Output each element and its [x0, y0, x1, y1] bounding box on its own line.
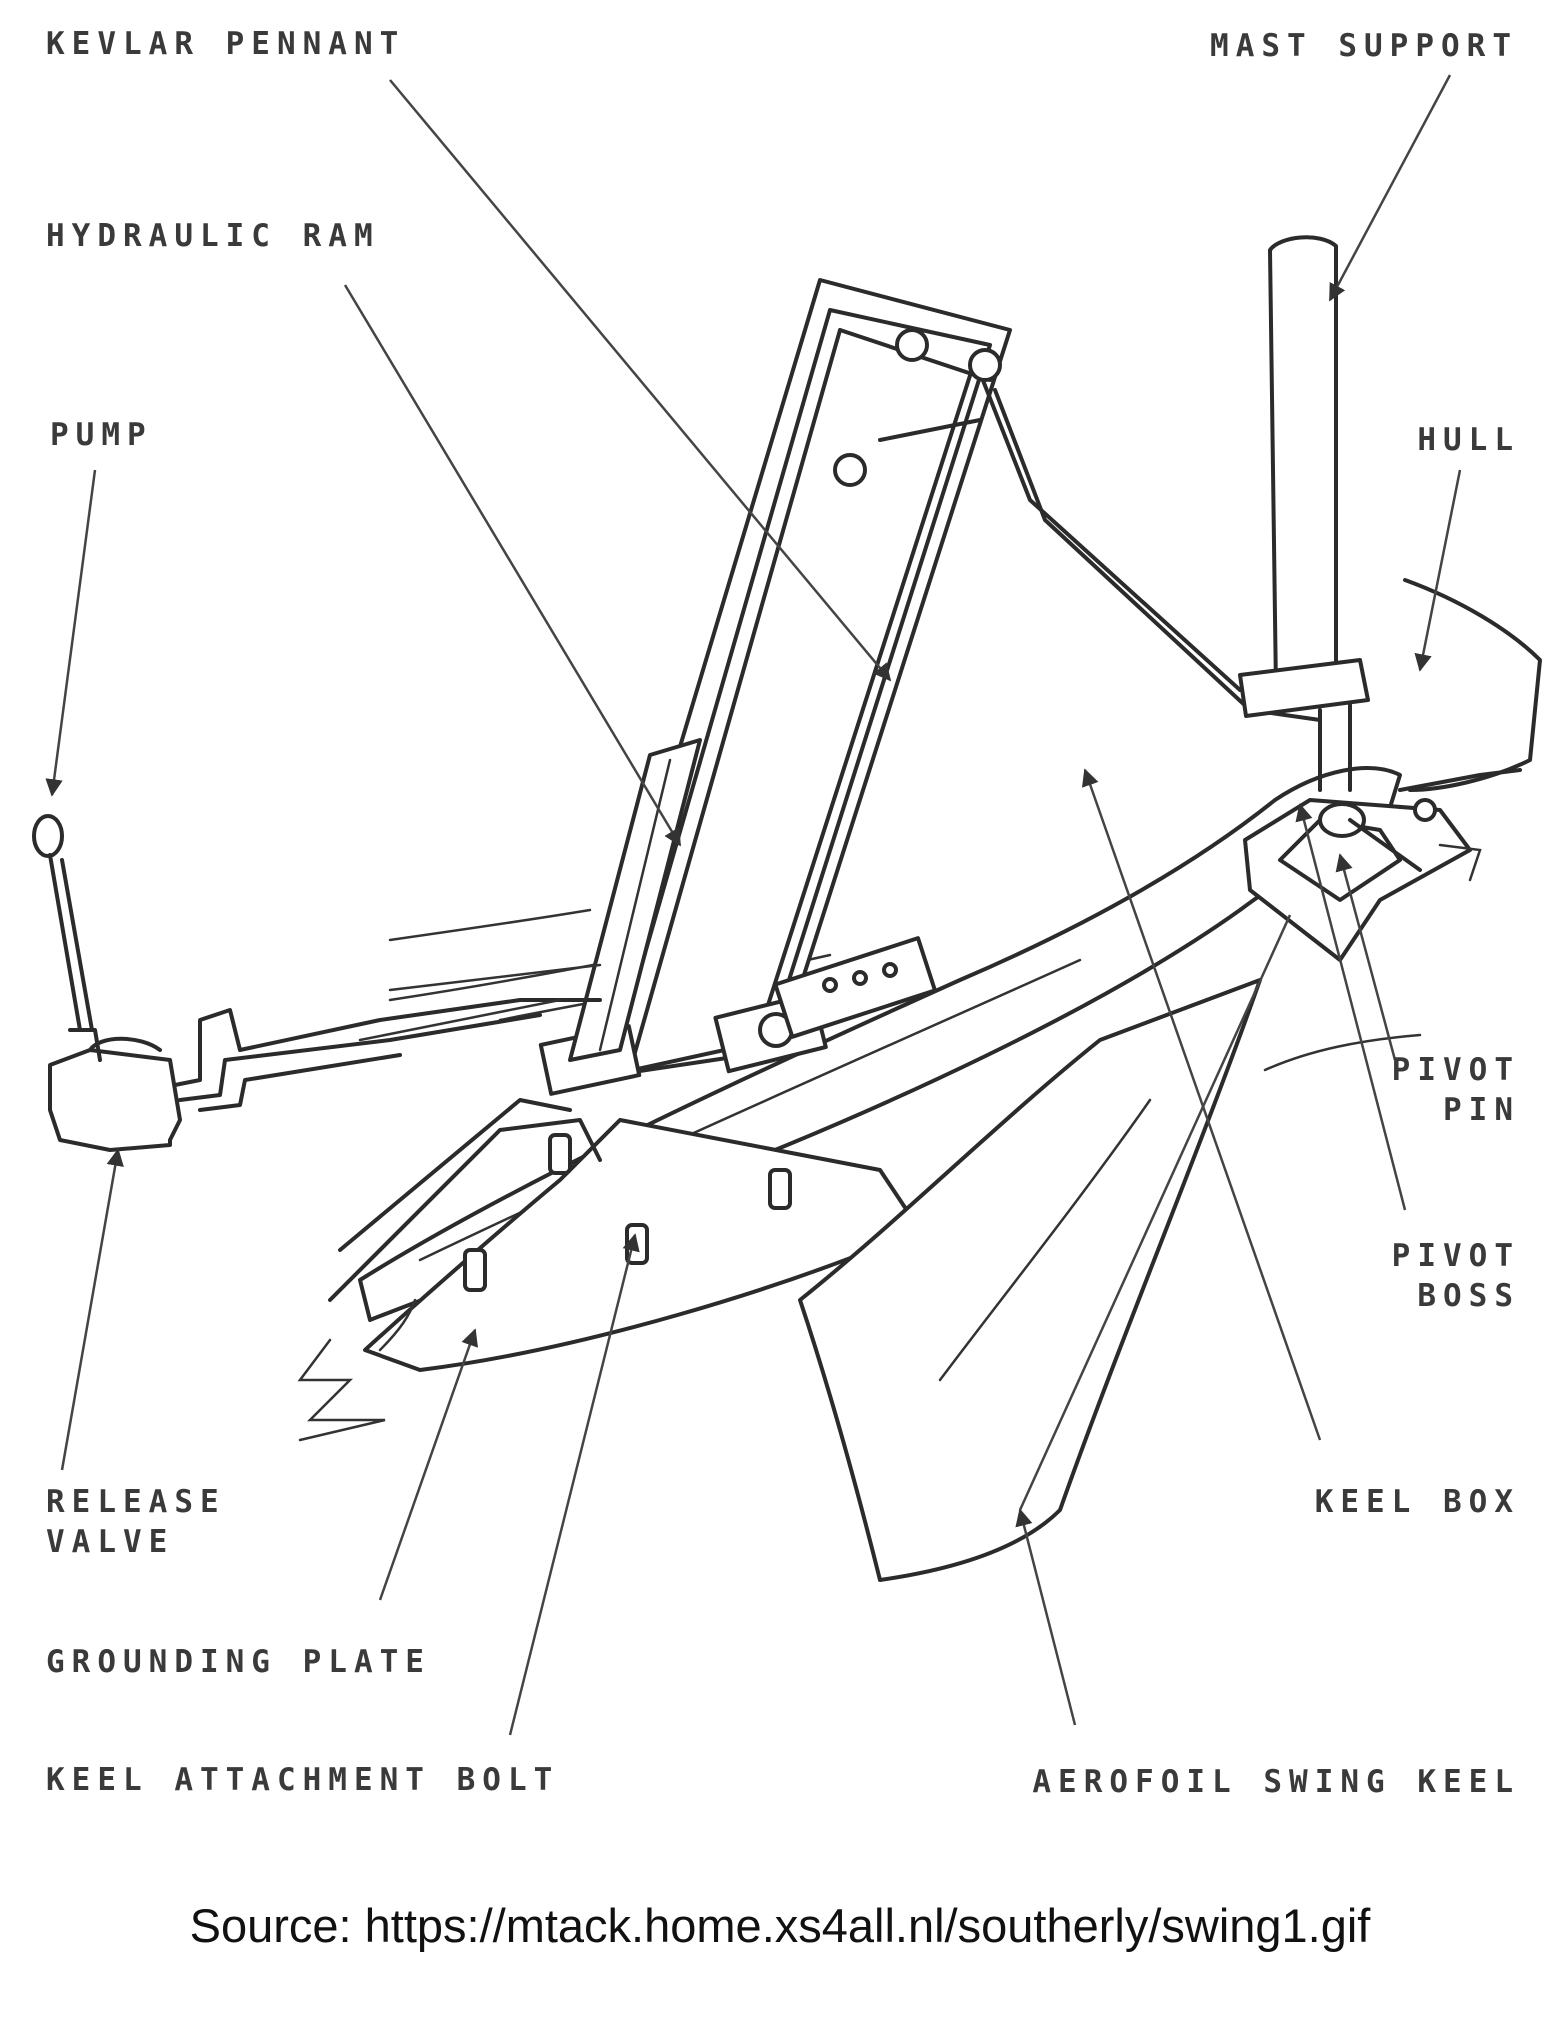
- mast-support-shape: [1238, 235, 1370, 792]
- label-release-valve: RELEASE VALVE: [46, 1484, 226, 1560]
- a-frame-shape: [538, 278, 1322, 1096]
- label-pump: PUMP: [50, 417, 153, 453]
- source-caption: Source: https://mtack.home.xs4all.nl/sou…: [189, 1899, 1371, 1952]
- label-keel-attachment-bolt: KEEL ATTACHMENT BOLT: [46, 1762, 560, 1798]
- label-hydraulic-ram: HYDRAULIC RAM: [46, 218, 380, 254]
- label-pivot-boss: PIVOT BOSS: [1391, 1238, 1520, 1314]
- label-mast-support: MAST SUPPORT: [1210, 28, 1518, 64]
- pump-shape: [32, 814, 602, 1152]
- label-grounding-plate: GROUNDING PLATE: [46, 1644, 431, 1680]
- label-kevlar-pennant: KEVLAR PENNANT: [46, 26, 406, 62]
- label-hull: HULL: [1417, 422, 1520, 458]
- swing-keel-blade-shape: [798, 978, 1262, 1582]
- label-aerofoil-swing-keel: AEROFOIL SWING KEEL: [1032, 1764, 1520, 1800]
- label-pivot-pin: PIVOT PIN: [1391, 1052, 1520, 1128]
- hull-shape: [1263, 578, 1542, 1072]
- label-keel-box: KEEL BOX: [1314, 1484, 1520, 1520]
- leader-lines: [45, 74, 1462, 1736]
